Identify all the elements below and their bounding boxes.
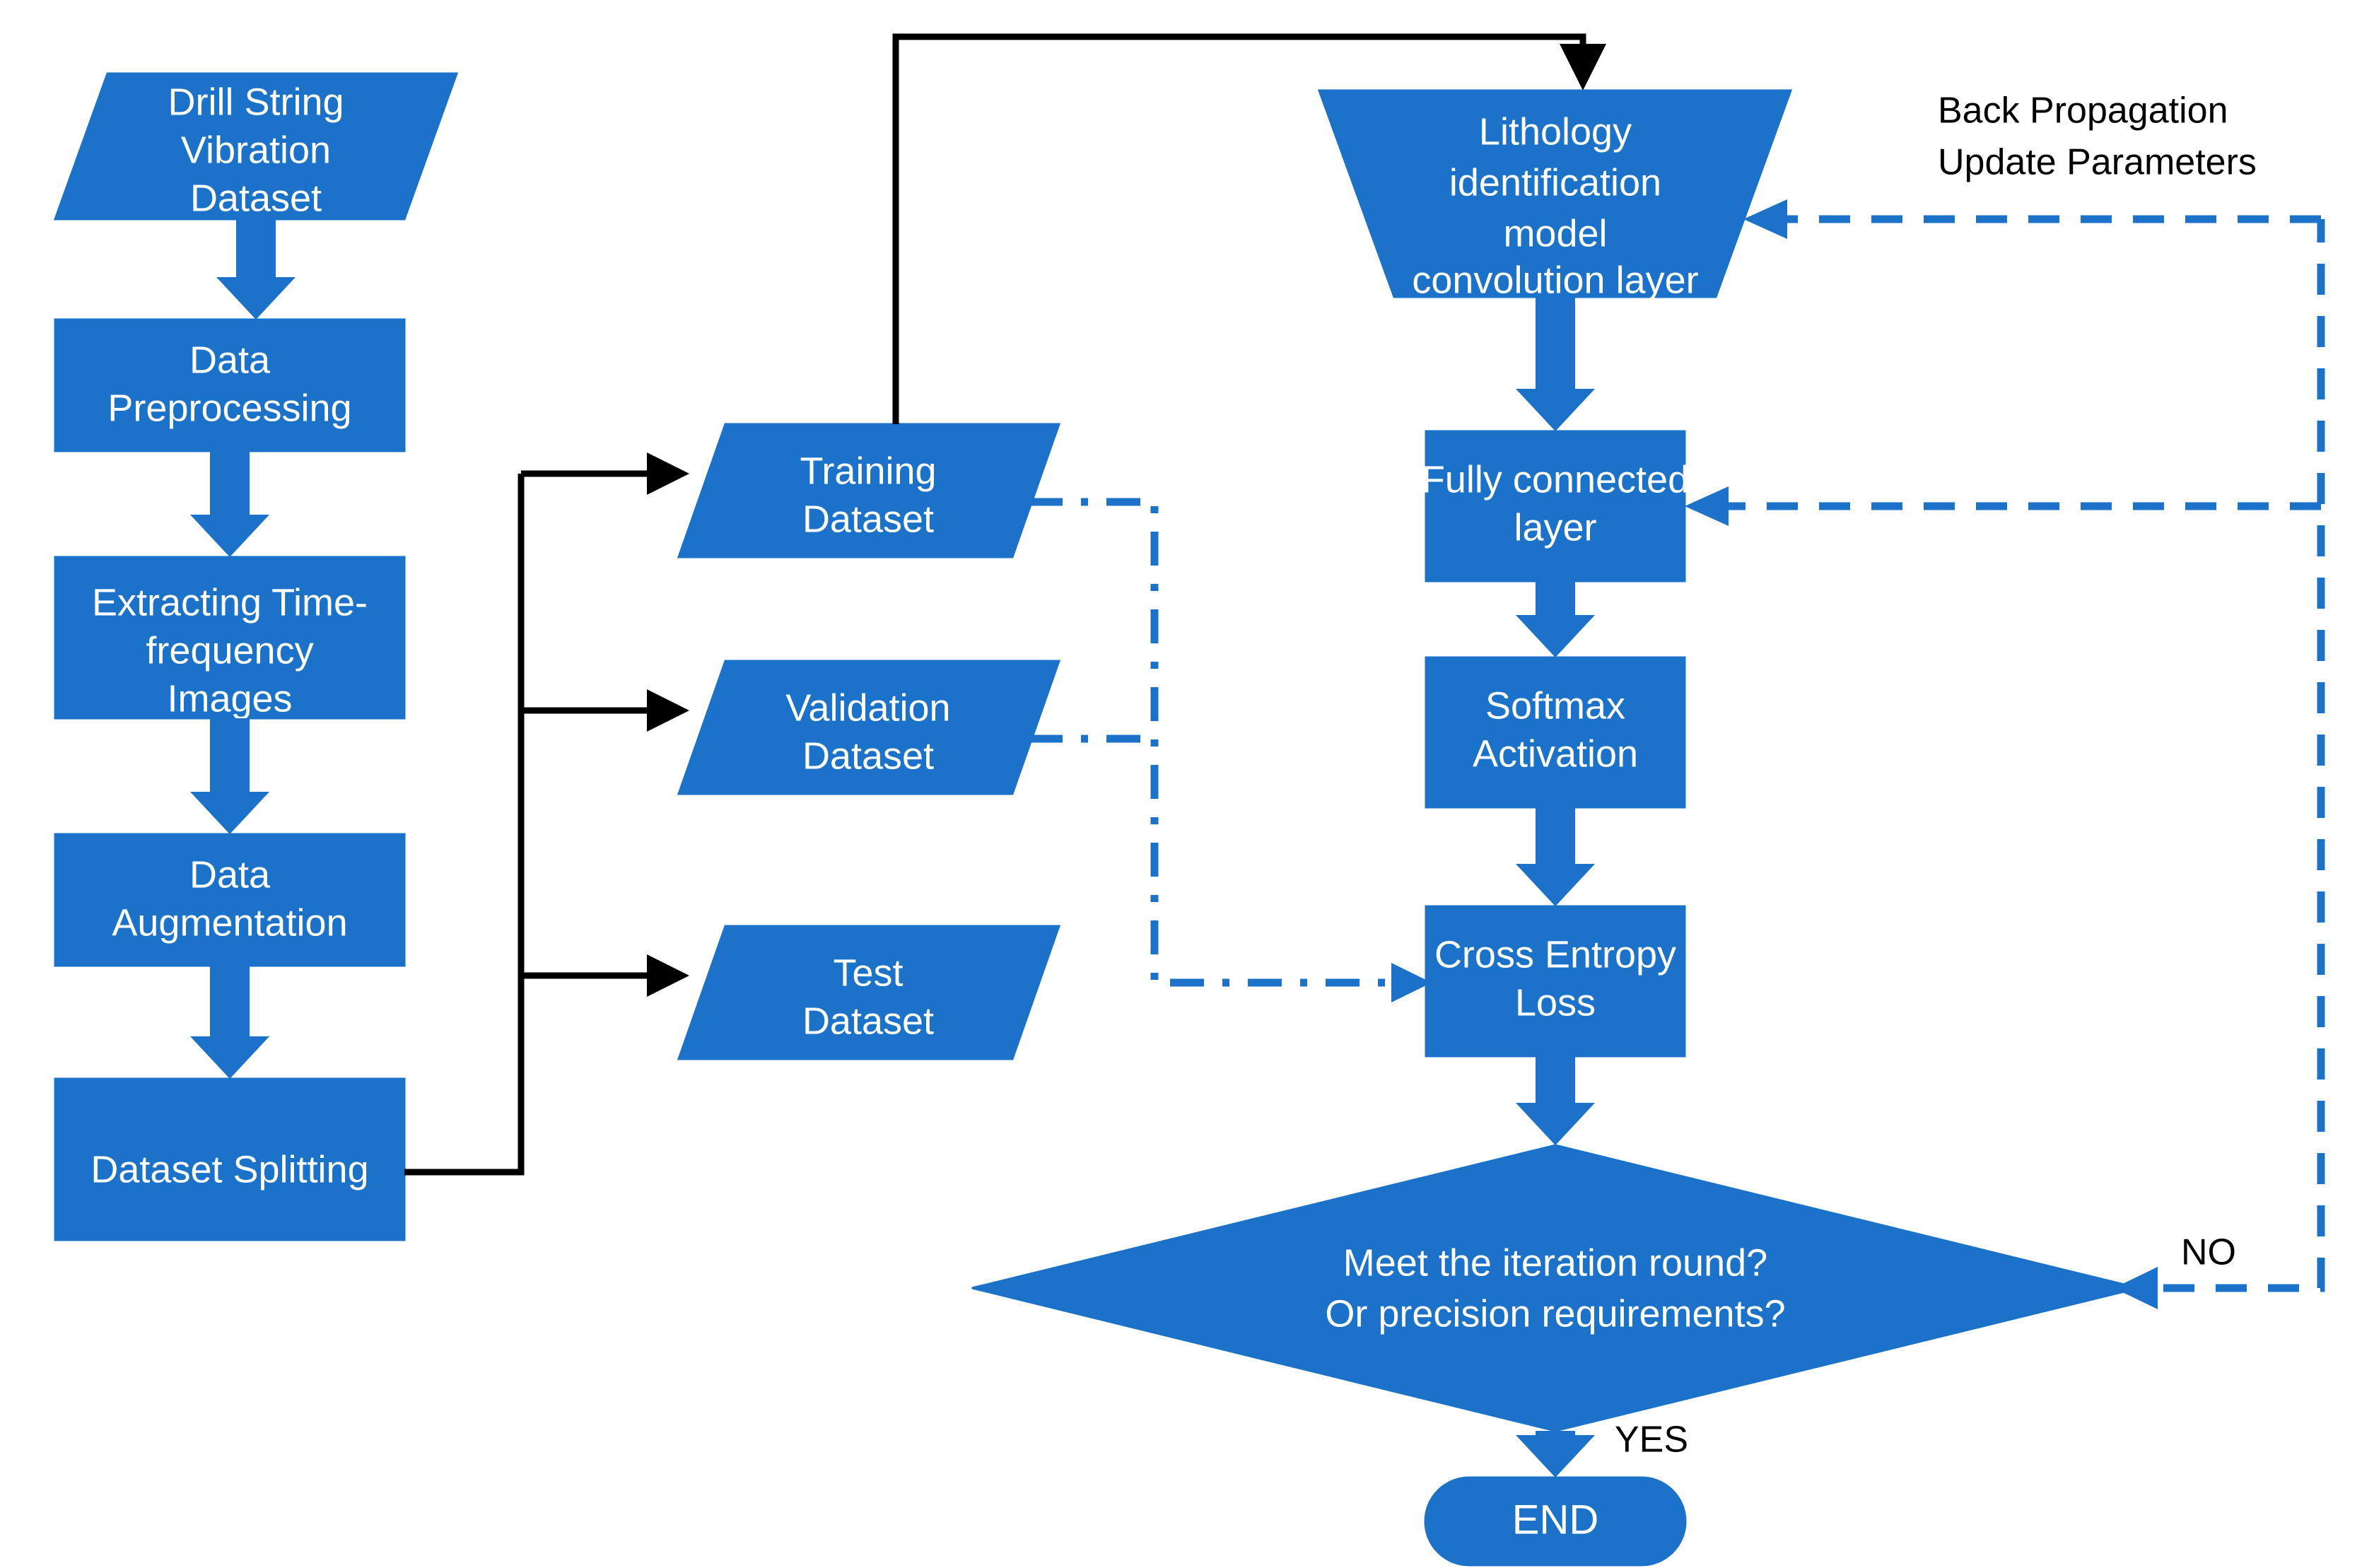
arrow-decision-yes-to-end xyxy=(1516,1431,1595,1478)
fully-connected-layer-label-line2: layer xyxy=(1514,506,1596,549)
drill-string-vibration-dataset-shape xyxy=(53,72,459,221)
dataset-splitting-shape xyxy=(54,1077,406,1241)
edge-label-no: NO xyxy=(2181,1232,2236,1273)
softmax-activation-label-line1: Softmax xyxy=(1485,684,1625,727)
arrowhead-backprop-to-fully-connected-layer xyxy=(1685,486,1729,526)
arrow-loss-to-decision xyxy=(1516,1056,1595,1145)
node-end[interactable]: END xyxy=(1424,1476,1687,1567)
end-shape xyxy=(1424,1476,1687,1567)
node-validation-dataset[interactable]: Validation Dataset xyxy=(677,660,1061,795)
edge-label-back-propagation-line1: Back Propagation xyxy=(1938,90,2228,131)
arrowhead-no-to-decision xyxy=(2114,1267,2158,1309)
edge-label-back-propagation-line2: Update Parameters xyxy=(1938,142,2257,183)
node-extracting-time-frequency-images[interactable]: Extracting Time- frequency Images xyxy=(54,556,406,720)
drill-string-vibration-dataset-label-line1: Drill String xyxy=(168,81,344,123)
validation-dataset-label-line2: Dataset xyxy=(802,735,934,777)
node-test-dataset[interactable]: Test Dataset xyxy=(677,925,1061,1060)
arrowhead-to-validation-dataset xyxy=(647,689,689,732)
dataset-splitting-label: Dataset Splitting xyxy=(90,1148,368,1190)
lithology-convolution-layer-label-line4: convolution layer xyxy=(1412,259,1698,301)
connector-training-dataset-to-loss xyxy=(1029,498,1400,987)
fully-connected-layer-label-line1: Fully connected xyxy=(1422,458,1689,501)
node-lithology-identification-model-convolution-layer[interactable]: Lithology identification model convoluti… xyxy=(1317,89,1793,301)
softmax-activation-label-line2: Activation xyxy=(1473,732,1638,775)
data-augmentation-label-line1: Data xyxy=(189,853,271,896)
node-dataset-splitting[interactable]: Dataset Splitting xyxy=(54,1077,406,1241)
drill-string-vibration-dataset-label-line2: Vibration xyxy=(181,129,331,171)
arrow-augmentation-to-splitting xyxy=(190,966,269,1079)
arrow-convolution-to-fully-connected xyxy=(1516,297,1595,431)
edge-label-yes: YES xyxy=(1615,1420,1688,1461)
arrow-dataset-to-preprocessing xyxy=(216,219,296,320)
lithology-convolution-layer-label-line1: Lithology xyxy=(1479,110,1632,153)
connector-no-feedback-trunk xyxy=(2163,219,2325,1292)
node-cross-entropy-loss[interactable]: Cross Entropy Loss xyxy=(1425,905,1686,1058)
node-data-preprocessing[interactable]: Data Preprocessing xyxy=(54,318,406,452)
arrow-extracting-to-augmentation xyxy=(190,718,269,834)
training-dataset-label-line2: Dataset xyxy=(802,498,934,540)
lithology-convolution-layer-label-line3: model xyxy=(1503,212,1607,254)
drill-string-vibration-dataset-label-line3: Dataset xyxy=(190,177,322,219)
data-preprocessing-label-line1: Data xyxy=(189,339,271,381)
fully-connected-layer-shape xyxy=(1425,430,1686,583)
training-dataset-label-line1: Training xyxy=(800,450,936,492)
arrowhead-dashdot-to-loss xyxy=(1391,963,1432,1002)
arrowhead-to-convolution-layer xyxy=(1560,44,1606,90)
node-training-dataset[interactable]: Training Dataset xyxy=(677,423,1061,558)
extracting-time-frequency-images-label-line3: Images xyxy=(167,677,292,720)
arrow-fully-connected-to-softmax xyxy=(1516,581,1595,657)
softmax-activation-shape xyxy=(1425,656,1686,809)
test-dataset-label-line2: Dataset xyxy=(802,1000,934,1042)
validation-dataset-shape xyxy=(677,660,1061,795)
extracting-time-frequency-images-label-line1: Extracting Time- xyxy=(92,581,368,624)
arrow-softmax-to-loss xyxy=(1516,807,1595,906)
data-preprocessing-label-line2: Preprocessing xyxy=(107,387,351,429)
lithology-convolution-layer-shape xyxy=(1317,89,1793,298)
decision-label-line1: Meet the iteration round? xyxy=(1343,1241,1767,1284)
connector-splitting-branch-trunk xyxy=(404,474,525,1176)
test-dataset-shape xyxy=(677,925,1061,1060)
cross-entropy-loss-label-line1: Cross Entropy xyxy=(1434,933,1676,976)
cross-entropy-loss-label-line2: Loss xyxy=(1515,981,1596,1024)
decision-shape xyxy=(971,1144,2139,1432)
lithology-convolution-layer-label-line2: identification xyxy=(1449,161,1661,204)
node-fully-connected-layer[interactable]: Fully connected layer xyxy=(1422,430,1689,583)
node-drill-string-vibration-dataset[interactable]: Drill String Vibration Dataset xyxy=(53,72,459,221)
node-data-augmentation[interactable]: Data Augmentation xyxy=(54,833,406,967)
training-dataset-shape xyxy=(677,423,1061,558)
test-dataset-label-line1: Test xyxy=(833,952,903,994)
arrowhead-to-training-dataset xyxy=(647,452,689,495)
data-preprocessing-shape xyxy=(54,318,406,452)
decision-label-line2: Or precision requirements? xyxy=(1325,1292,1785,1335)
validation-dataset-label-line1: Validation xyxy=(785,686,950,729)
cross-entropy-loss-shape xyxy=(1425,905,1686,1058)
node-softmax-activation[interactable]: Softmax Activation xyxy=(1425,656,1686,809)
end-label: END xyxy=(1512,1497,1598,1543)
arrowhead-to-test-dataset xyxy=(647,954,689,997)
data-augmentation-label-line2: Augmentation xyxy=(112,901,347,944)
data-augmentation-shape xyxy=(54,833,406,967)
node-decision-iteration-precision[interactable]: Meet the iteration round? Or precision r… xyxy=(971,1144,2139,1432)
arrowhead-backprop-to-convolution-layer xyxy=(1743,199,1787,239)
extracting-time-frequency-images-label-line2: frequency xyxy=(146,629,313,672)
arrow-preprocessing-to-extracting xyxy=(190,451,269,557)
